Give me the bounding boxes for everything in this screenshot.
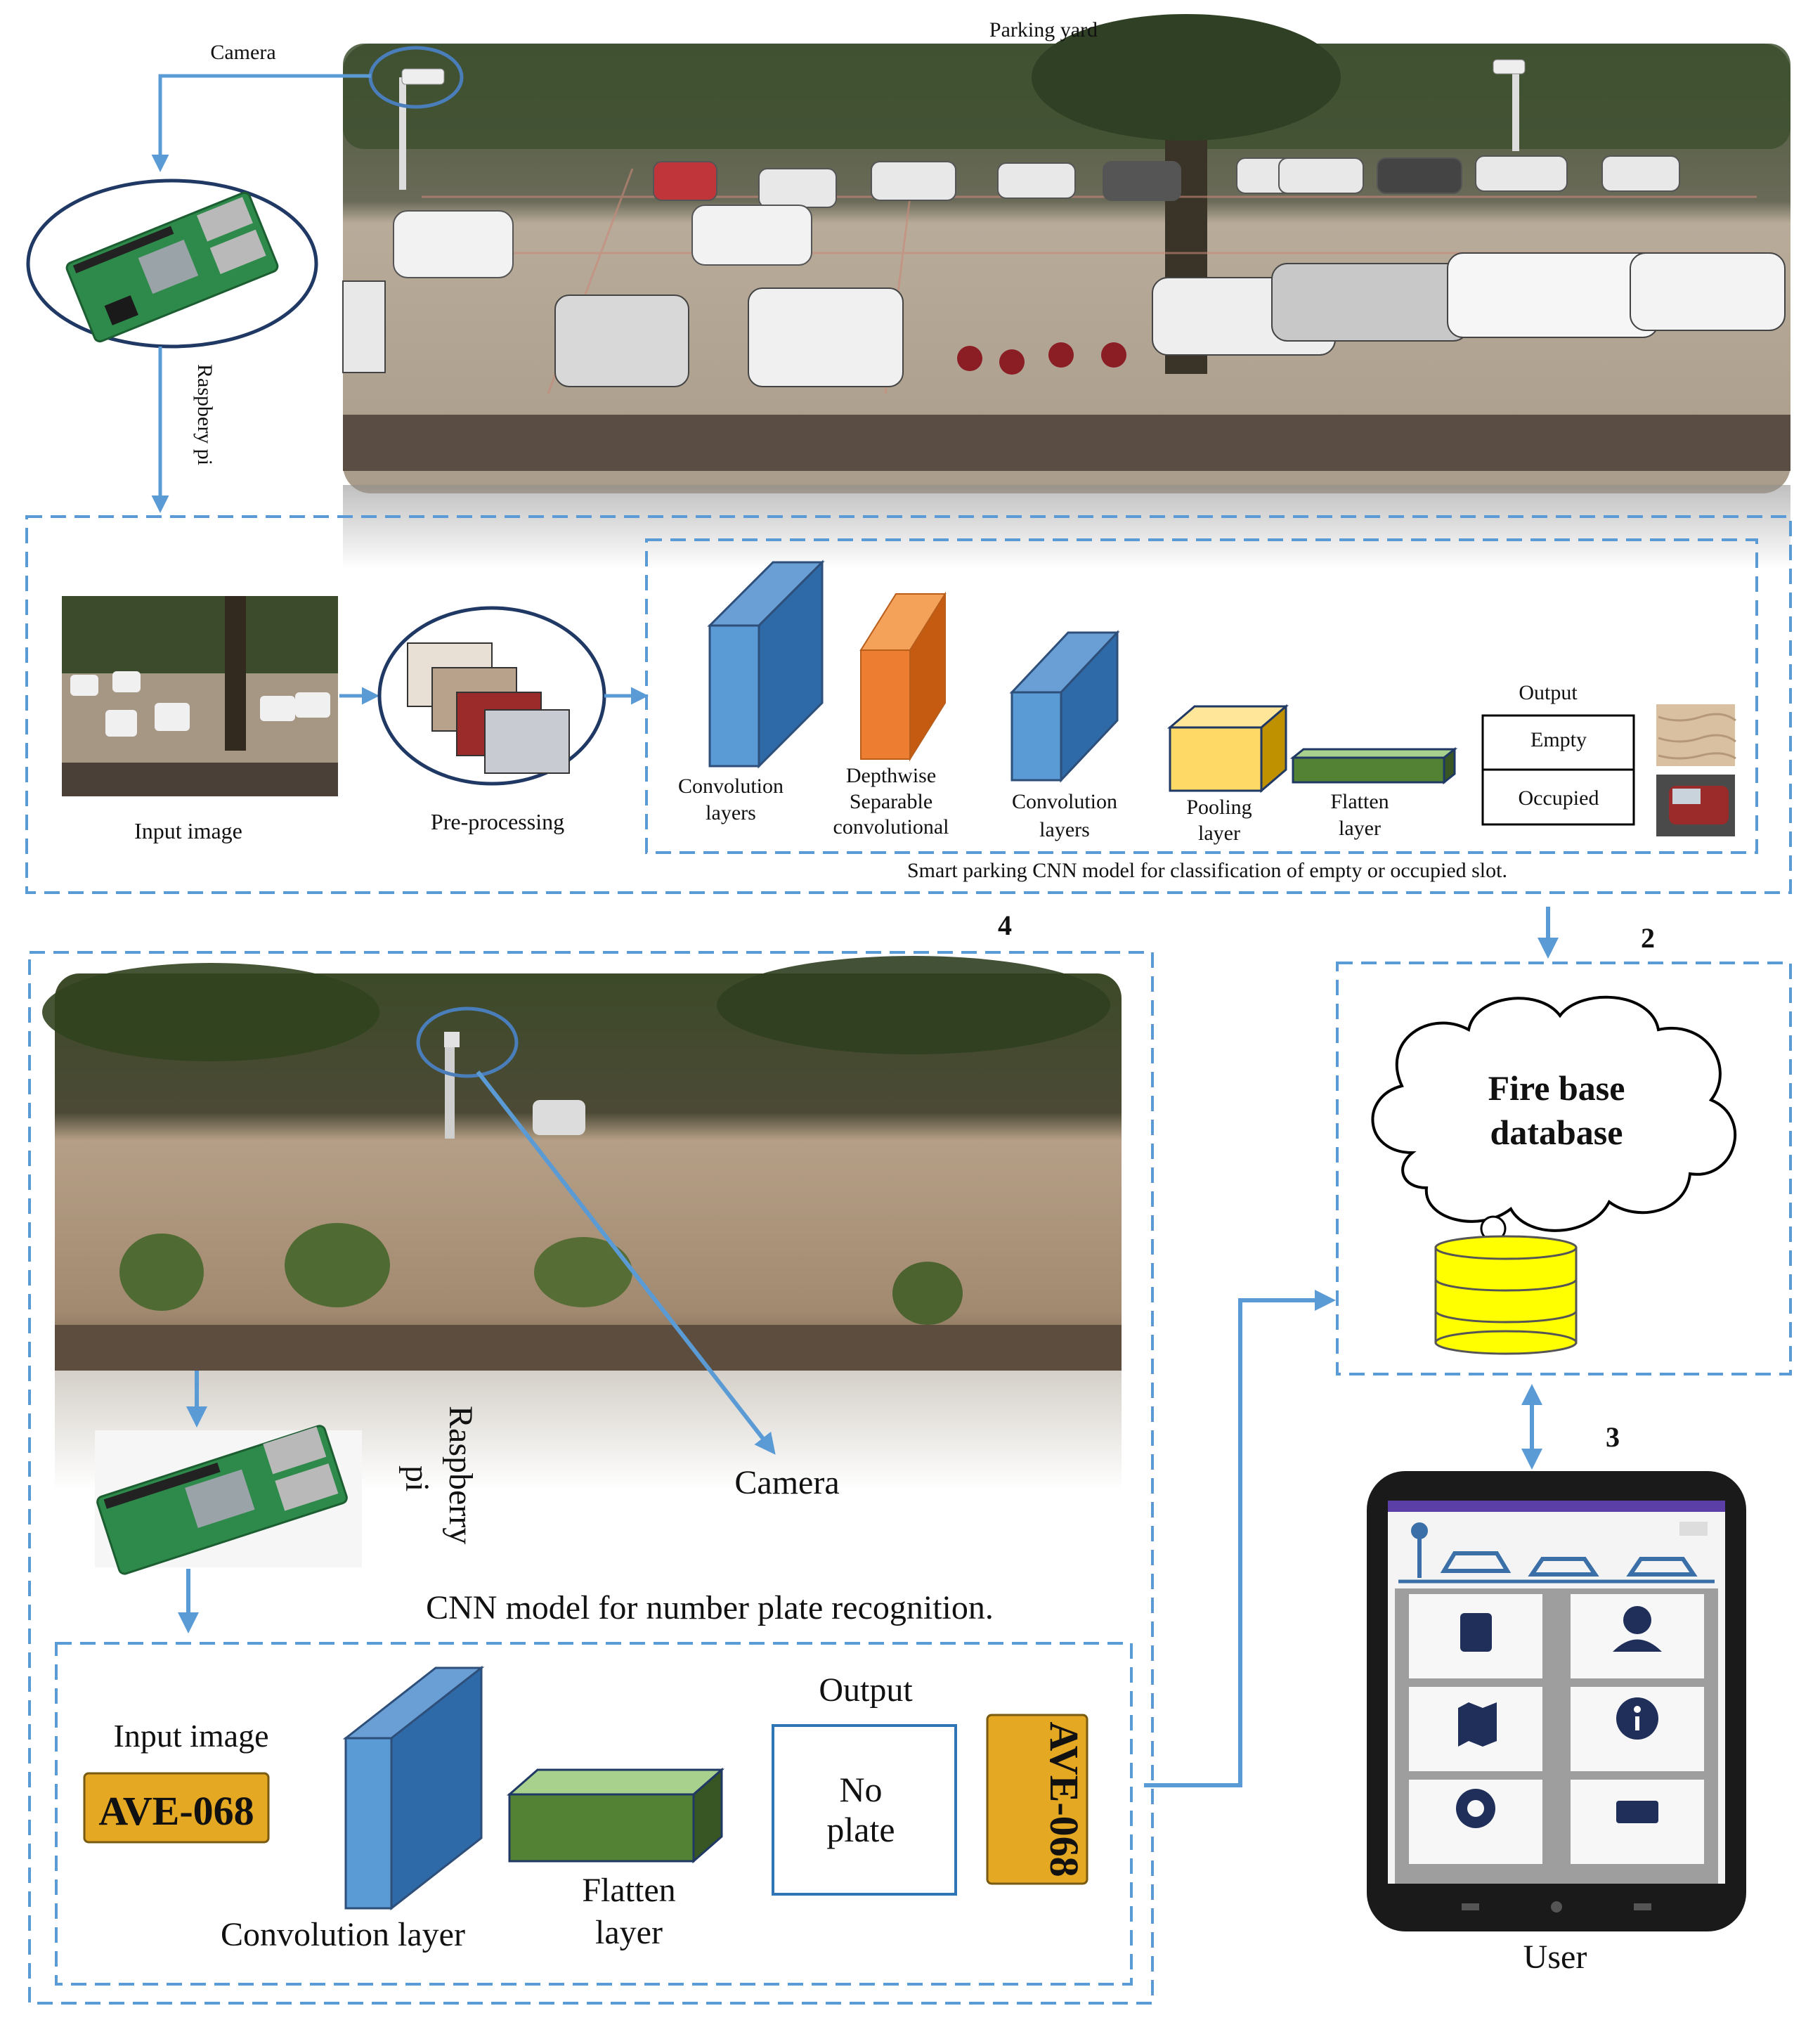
firebase-container: [1336, 962, 1792, 1375]
flatten-layer-1: [1289, 746, 1458, 785]
plate-output-label: Output: [819, 1671, 913, 1709]
plate-conv-label: Convolution layer: [221, 1916, 465, 1953]
preprocess-label: Pre-processing: [431, 809, 564, 834]
pooling-label-2: layer: [1198, 822, 1240, 845]
arrow-camera-to-pi: [151, 74, 371, 172]
section-number-4: 4: [998, 910, 1012, 941]
plate-output-text: AVE-068: [1041, 1721, 1087, 1877]
section-number-3: 3: [1606, 1421, 1620, 1453]
plate-section-container: [28, 951, 1154, 2005]
conv1-label-1: Convolution: [678, 775, 784, 798]
raspberry-pi-2: [95, 1425, 362, 1575]
conv-layer-1: [707, 559, 825, 769]
camera-highlight-2: [416, 1006, 519, 1078]
db-label-1: Fire base: [1488, 1068, 1625, 1108]
depthwise-layer: [859, 591, 947, 762]
plate-output-box: [772, 1724, 957, 1896]
plate-input-label: Input image: [114, 1718, 269, 1754]
no-plate-line-1: No: [839, 1770, 882, 1809]
plate-caption: CNN model for number plate recognition.: [426, 1589, 994, 1626]
conv1-label-2: layers: [706, 801, 756, 824]
parking-yard-label: Parking yard: [989, 18, 1098, 41]
section-number-2: 2: [1641, 922, 1655, 954]
depthwise-label-3: convolutional: [833, 815, 949, 839]
output-empty: Empty: [1530, 728, 1587, 751]
slot-model-caption: Smart parking CNN model for classificati…: [907, 859, 1507, 882]
smartphone: [1367, 1471, 1746, 1931]
raspberry-label-2b: pi: [398, 1465, 436, 1491]
parking-yard-photo: [342, 14, 1790, 493]
conv2-label-1: Convolution: [1012, 790, 1117, 813]
gate-photo: [42, 956, 1122, 1371]
arrow-plate-to-db: [1144, 1290, 1336, 1787]
photo-reflection: [343, 485, 1790, 569]
raspberry-pi-top: [26, 179, 318, 349]
flatten-label-1: Flatten: [1330, 790, 1389, 813]
slot-input-image: [62, 596, 338, 796]
plate-conv-layer: [342, 1665, 485, 1911]
camera-label-2: Camera: [734, 1464, 839, 1501]
pooling-layer: [1166, 704, 1289, 794]
raspberry-label-2a: Raspberry: [442, 1406, 479, 1544]
depthwise-label-2: Separable: [850, 790, 932, 813]
slot-output-label: Output: [1519, 681, 1578, 704]
depthwise-label-1: Depthwise: [846, 764, 936, 787]
no-plate-line-2: plate: [826, 1810, 895, 1849]
flatten-label-2: layer: [1339, 817, 1381, 840]
arrow-to-camera-label: [476, 1070, 776, 1455]
plate-output-image: AVE-068: [986, 1714, 1088, 1885]
empty-slot-thumbnail: [1656, 704, 1736, 766]
occupied-slot-thumbnail: [1656, 775, 1735, 836]
conv-layer-2: [1009, 630, 1120, 783]
plate-flatten-label-2: layer: [595, 1914, 663, 1951]
plate-input-text: AVE-068: [98, 1788, 254, 1834]
user-label: User: [1523, 1938, 1587, 1976]
slot-input-label: Input image: [134, 818, 242, 843]
preprocessing-circle: [377, 606, 606, 786]
plate-input-image: AVE-068: [83, 1772, 270, 1844]
slot-model-container: [25, 515, 1792, 894]
plate-flatten-label-1: Flatten: [582, 1872, 675, 1909]
output-occupied: Occupied: [1519, 787, 1599, 810]
plate-model-box: [55, 1642, 1133, 1986]
pooling-label-1: Pooling: [1186, 796, 1252, 819]
cloud-shape: [1371, 995, 1737, 1254]
camera-label-top: Camera: [210, 41, 275, 64]
plate-flatten-layer: [507, 1767, 724, 1864]
database-icon: [1434, 1235, 1578, 1355]
raspberry-label-top: Raspbery pi: [193, 364, 216, 465]
conv2-label-2: layers: [1039, 818, 1090, 841]
db-label-2: database: [1490, 1113, 1623, 1152]
